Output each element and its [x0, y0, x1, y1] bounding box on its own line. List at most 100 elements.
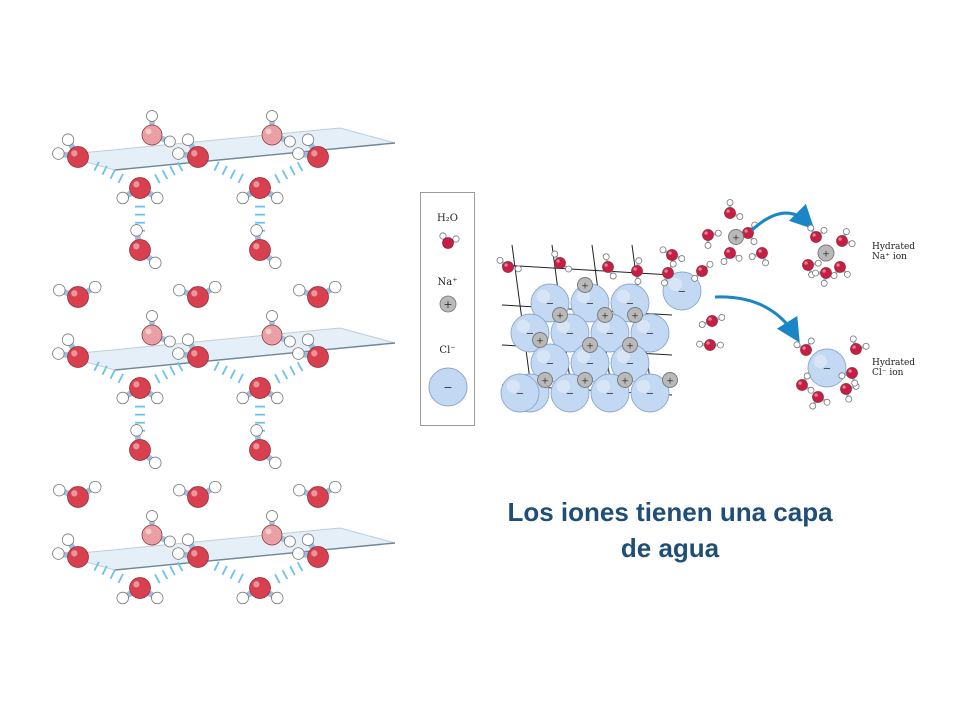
hydrogen-atom-icon: [209, 280, 222, 294]
water-molecule: [53, 480, 102, 508]
svg-text:−: −: [626, 299, 634, 310]
hydrogen-atom-icon: [292, 547, 305, 560]
water-molecule: [292, 533, 329, 568]
chloride-ion-icon: −: [500, 373, 540, 413]
hydrogen-atom-icon: [181, 333, 195, 346]
hydrated-na-label: Hydrated Na⁺ ion: [872, 242, 915, 262]
oxygen-atom-icon: [141, 524, 163, 546]
oxygen-atom-icon: [850, 343, 862, 355]
legend-box: + − H₂O Na⁺ Cl⁻: [420, 192, 475, 426]
hydrogen-atom-icon: [820, 279, 828, 287]
oxygen-atom-icon: [67, 546, 89, 568]
sodium-ion-icon: +: [577, 277, 593, 293]
hydrogen-atom-icon: [172, 147, 185, 160]
hydrogen-atom-icon: [146, 310, 158, 322]
hydrogen-atom-icon: [696, 340, 704, 348]
hydrogen-atom-icon: [862, 342, 870, 350]
water-molecule: [141, 110, 176, 148]
hydrogen-atom-icon: [236, 191, 249, 205]
hydrogen-atom-icon: [292, 347, 305, 360]
hydrogen-atom-icon: [634, 277, 642, 285]
hydrogen-atom-icon: [209, 480, 222, 494]
chloride-ion-icon: −: [530, 343, 570, 383]
oxygen-atom-icon: [834, 261, 846, 273]
hydrogen-atom-icon: [496, 256, 504, 264]
hydrogen-atom-icon: [151, 391, 164, 405]
hydrogen-atom-icon: [172, 347, 185, 360]
svg-text:−: −: [823, 364, 831, 375]
water-molecule: [172, 533, 209, 568]
hydrogen-atom-icon: [149, 256, 162, 269]
hydrogen-atom-icon: [838, 372, 846, 380]
hydrogen-atom-icon: [807, 386, 815, 394]
hydrogen-atom-icon: [602, 253, 610, 261]
hydrogen-atom-icon: [726, 199, 734, 206]
hydrogen-atom-icon: [271, 191, 284, 205]
oxygen-atom-icon: [129, 377, 151, 399]
oxygen-atom-icon: [812, 391, 824, 403]
water-molecule: [796, 372, 815, 394]
sodium-ion-icon: +: [577, 372, 593, 388]
water-molecule: [141, 510, 176, 548]
water-molecule: [293, 280, 342, 308]
oxygen-atom-icon: [187, 346, 209, 368]
hydrogen-atom-icon: [130, 424, 143, 437]
water-molecule: [129, 224, 162, 269]
oxygen-atom-icon: [704, 339, 716, 351]
hydrogen-atom-icon: [53, 484, 66, 497]
hydrogen-atom-icon: [283, 335, 296, 348]
svg-text:−: −: [586, 299, 594, 310]
hydrogen-atom-icon: [173, 484, 186, 497]
oxygen-atom-icon: [249, 577, 271, 599]
hydrogen-atom-icon: [823, 398, 831, 406]
lattice-plane: [59, 127, 396, 171]
svg-text:−: −: [586, 359, 594, 370]
water-molecule: [293, 480, 342, 508]
water-molecule: [172, 333, 209, 368]
hydrogen-atom-icon: [748, 253, 756, 260]
svg-text:+: +: [601, 312, 609, 322]
oxygen-atom-icon: [800, 344, 812, 356]
legend-chloride-icon: −: [428, 367, 468, 407]
water-molecule: [849, 335, 870, 355]
chloride-ion-icon: −: [610, 343, 650, 383]
water-molecule: [807, 224, 828, 243]
water-molecule: [802, 259, 822, 279]
water-molecule: [793, 337, 815, 356]
oxygen-atom-icon: [129, 177, 151, 199]
oxygen-atom-icon: [67, 346, 89, 368]
hydrogen-atom-icon: [250, 224, 263, 237]
water-molecule: [836, 228, 856, 248]
hydrogen-atom-icon: [848, 240, 856, 248]
hydrogen-atom-icon: [301, 133, 315, 146]
hydrogen-atom-icon: [269, 456, 282, 469]
water-molecule: [116, 377, 164, 405]
hydrogen-atom-icon: [565, 265, 572, 273]
svg-text:−: −: [516, 389, 524, 400]
svg-text:−: −: [646, 389, 654, 400]
oxygen-atom-icon: [307, 146, 329, 168]
ice-lattice-diagram: [52, 110, 396, 605]
oxygen-atom-icon: [796, 379, 808, 391]
hydrogen-atom-icon: [809, 402, 817, 410]
svg-text:−: −: [646, 329, 654, 340]
hydrogen-atom-icon: [173, 284, 186, 297]
oxygen-atom-icon: [802, 259, 814, 271]
hydrated-na-label-line2: Na⁺ ion: [872, 252, 907, 262]
svg-text:−: −: [606, 329, 614, 340]
hydrogen-atom-icon: [292, 147, 305, 160]
hydrogen-atom-icon: [793, 341, 801, 349]
sodium-ion-icon: +: [817, 244, 835, 262]
hydrogen-atom-icon: [61, 333, 75, 346]
hydrogen-atom-icon: [61, 533, 75, 546]
hydrogen-atom-icon: [293, 284, 306, 297]
hydrogen-atom-icon: [635, 257, 643, 265]
hydrogen-atom-icon: [266, 110, 278, 122]
water-molecule: [52, 333, 89, 368]
arrow-to-hydrated-na-icon: [750, 203, 815, 232]
crystal-ions: −−−−−−−−−−−−−−−+++++++++++−: [500, 271, 702, 413]
hydrogen-atom-icon: [329, 280, 342, 294]
hydrogen-atom-icon: [762, 259, 769, 267]
hydrogen-atom-icon: [269, 256, 282, 269]
oxygen-atom-icon: [129, 239, 151, 261]
